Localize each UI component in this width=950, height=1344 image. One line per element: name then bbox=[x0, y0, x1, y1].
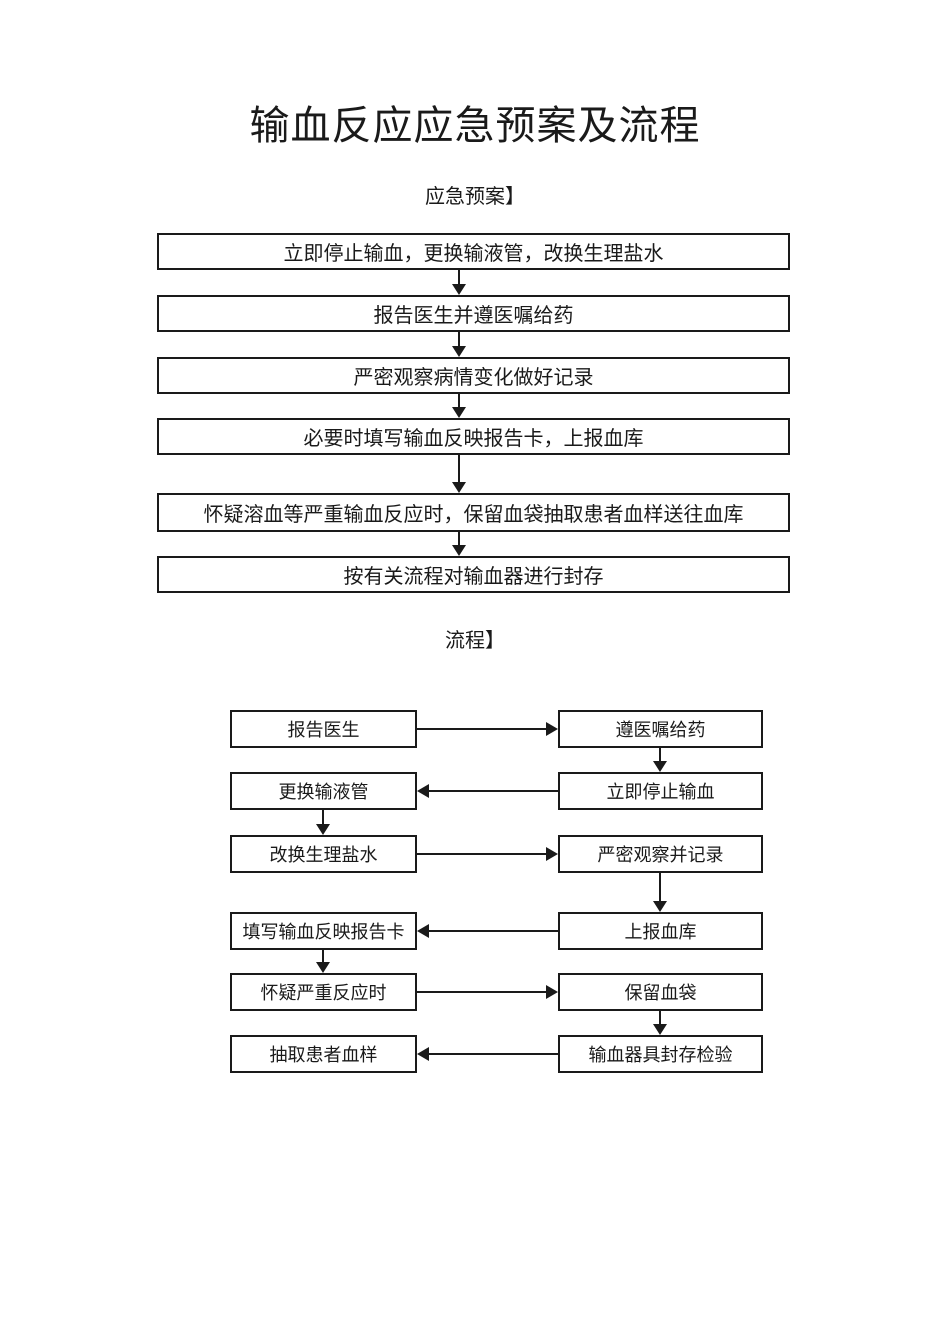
plan-step-box: 怀疑溶血等严重输血反应时，保留血袋抽取患者血样送往血库 bbox=[157, 493, 790, 532]
flow-arrow-right bbox=[417, 847, 558, 861]
flow-arrow-down bbox=[316, 810, 330, 835]
flow-arrow-down bbox=[452, 455, 466, 493]
flow-arrow-left bbox=[417, 784, 558, 798]
process-step-box: 输血器具封存检验 bbox=[558, 1035, 763, 1073]
flow-arrow-left bbox=[417, 1047, 558, 1061]
process-step-box: 改换生理盐水 bbox=[230, 835, 417, 873]
flow-arrow-down bbox=[452, 332, 466, 357]
section-heading-process: 流程】 bbox=[445, 630, 505, 652]
process-step-box: 报告医生 bbox=[230, 710, 417, 748]
flow-arrow-right bbox=[417, 985, 558, 999]
flow-arrow-down bbox=[452, 532, 466, 556]
process-step-box: 保留血袋 bbox=[558, 973, 763, 1011]
plan-step-box: 报告医生并遵医嘱给药 bbox=[157, 295, 790, 332]
process-step-box: 严密观察并记录 bbox=[558, 835, 763, 873]
flow-arrow-left bbox=[417, 924, 558, 938]
section-heading-plan: 应急预案】 bbox=[425, 186, 525, 208]
process-step-box: 填写输血反映报告卡 bbox=[230, 912, 417, 950]
process-step-box: 上报血库 bbox=[558, 912, 763, 950]
plan-step-box: 严密观察病情变化做好记录 bbox=[157, 357, 790, 394]
process-step-box: 更换输液管 bbox=[230, 772, 417, 810]
process-step-box: 遵医嘱给药 bbox=[558, 710, 763, 748]
plan-step-box: 立即停止输血，更换输液管，改换生理盐水 bbox=[157, 233, 790, 270]
process-step-box: 立即停止输血 bbox=[558, 772, 763, 810]
document-title: 输血反应应急预案及流程 bbox=[249, 103, 701, 148]
flow-arrow-down bbox=[452, 394, 466, 418]
plan-step-box: 必要时填写输血反映报告卡，上报血库 bbox=[157, 418, 790, 455]
flow-arrow-right bbox=[417, 722, 558, 736]
flow-arrow-down bbox=[653, 748, 667, 772]
process-step-box: 抽取患者血样 bbox=[230, 1035, 417, 1073]
flow-arrow-down bbox=[316, 950, 330, 973]
plan-step-box: 按有关流程对输血器进行封存 bbox=[157, 556, 790, 593]
process-step-box: 怀疑严重反应时 bbox=[230, 973, 417, 1011]
flow-arrow-down bbox=[653, 1011, 667, 1035]
flow-arrow-down bbox=[452, 270, 466, 295]
flow-arrow-down bbox=[653, 873, 667, 912]
